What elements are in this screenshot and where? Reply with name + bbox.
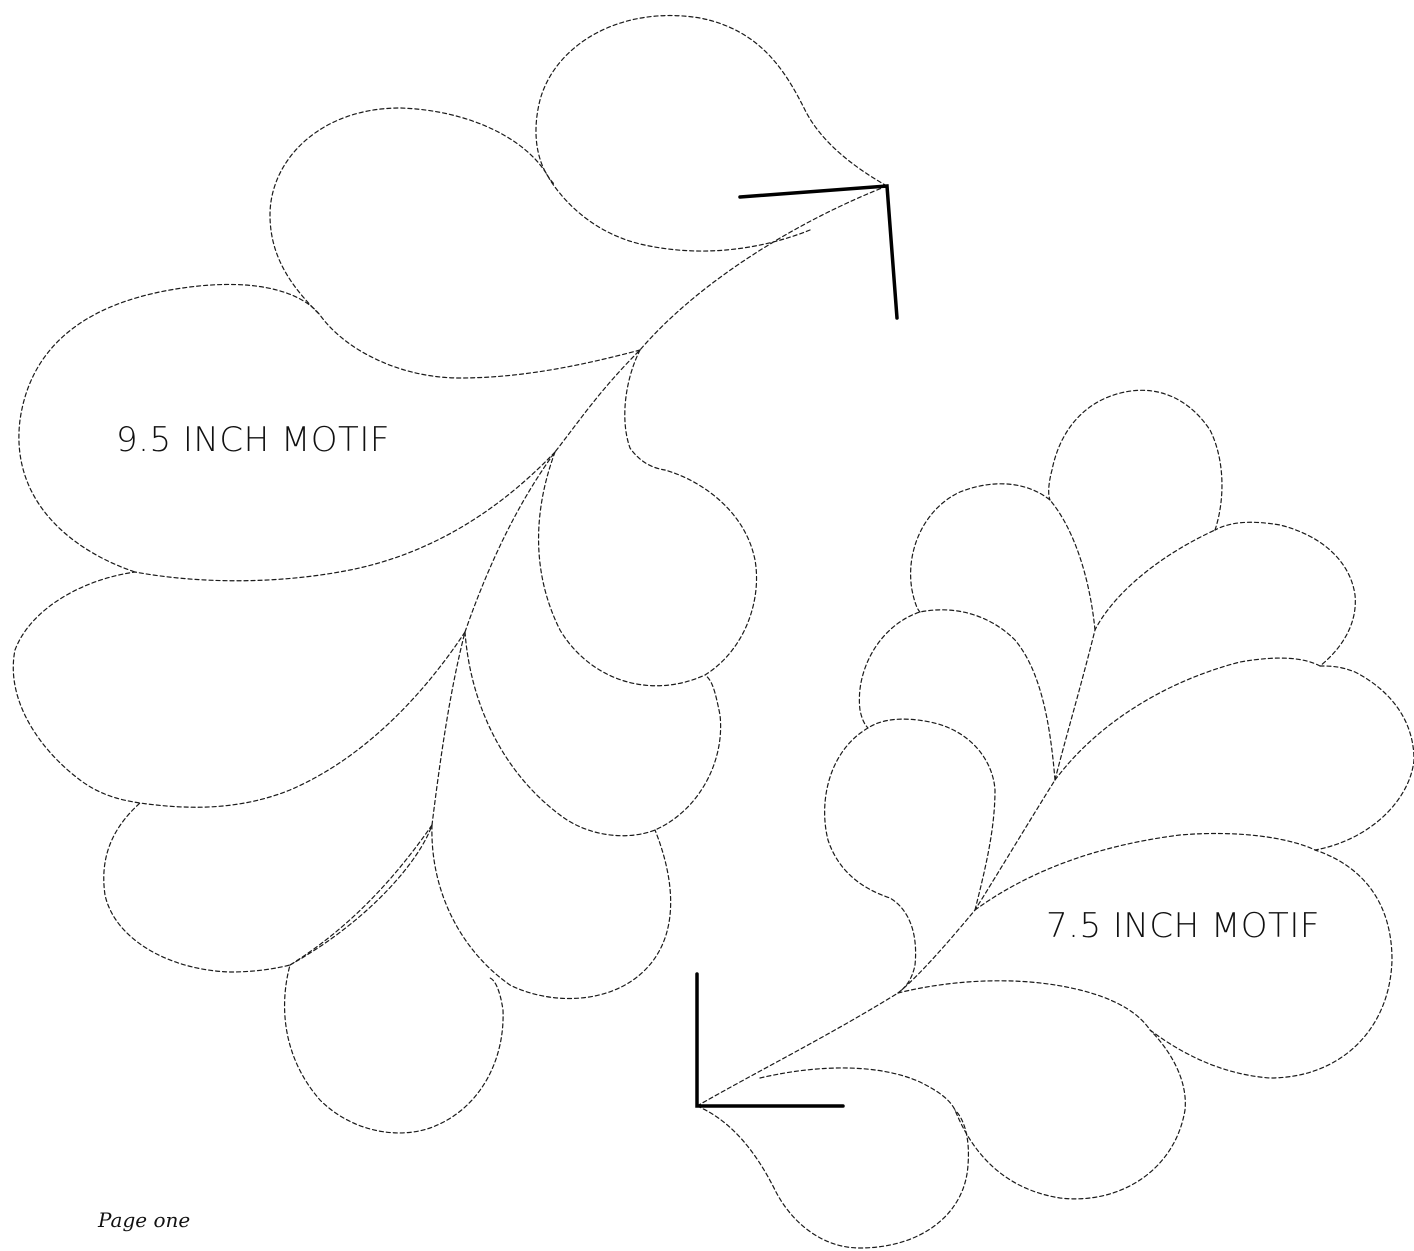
small-motif-plume-3 xyxy=(897,849,1393,1079)
small-motif-plume-8 xyxy=(858,609,1056,781)
large-motif-plume-8 xyxy=(464,631,722,837)
large-motif-label: 9.5 INCH MOTIF xyxy=(116,420,390,460)
small-motif-plume-9 xyxy=(824,718,996,994)
page-caption: Page one xyxy=(98,1208,191,1232)
small-motif-plume-7 xyxy=(910,483,1096,631)
large-motif-plume-6 xyxy=(283,824,504,1134)
small-motif-label: 7.5 INCH MOTIF xyxy=(1046,906,1320,946)
small-motif-spine xyxy=(696,529,1216,1107)
small-motif-plume-4 xyxy=(974,665,1414,911)
large-motif-plume-1 xyxy=(535,14,888,187)
large-motif-plume-3 xyxy=(18,283,641,573)
large-motif-plume-10 xyxy=(624,349,666,471)
large-motif-spine xyxy=(289,185,888,966)
small-motif-plume-2 xyxy=(759,1029,1186,1200)
large-motif-corner-marker xyxy=(738,184,899,320)
large-feather-motif xyxy=(12,14,899,1134)
large-motif-plume-9 xyxy=(538,451,758,687)
small-motif-plume-6 xyxy=(1048,389,1223,531)
small-motif-corner-marker xyxy=(695,972,845,1108)
small-feather-motif xyxy=(695,389,1414,1249)
large-motif-plume-2 xyxy=(269,107,811,316)
small-motif-plume-1 xyxy=(696,1105,970,1249)
small-motif-plume-5 xyxy=(1054,521,1356,781)
large-motif-plume-4 xyxy=(12,451,556,804)
large-motif-plume-5 xyxy=(103,631,466,973)
large-motif-plume-7 xyxy=(431,824,672,1000)
